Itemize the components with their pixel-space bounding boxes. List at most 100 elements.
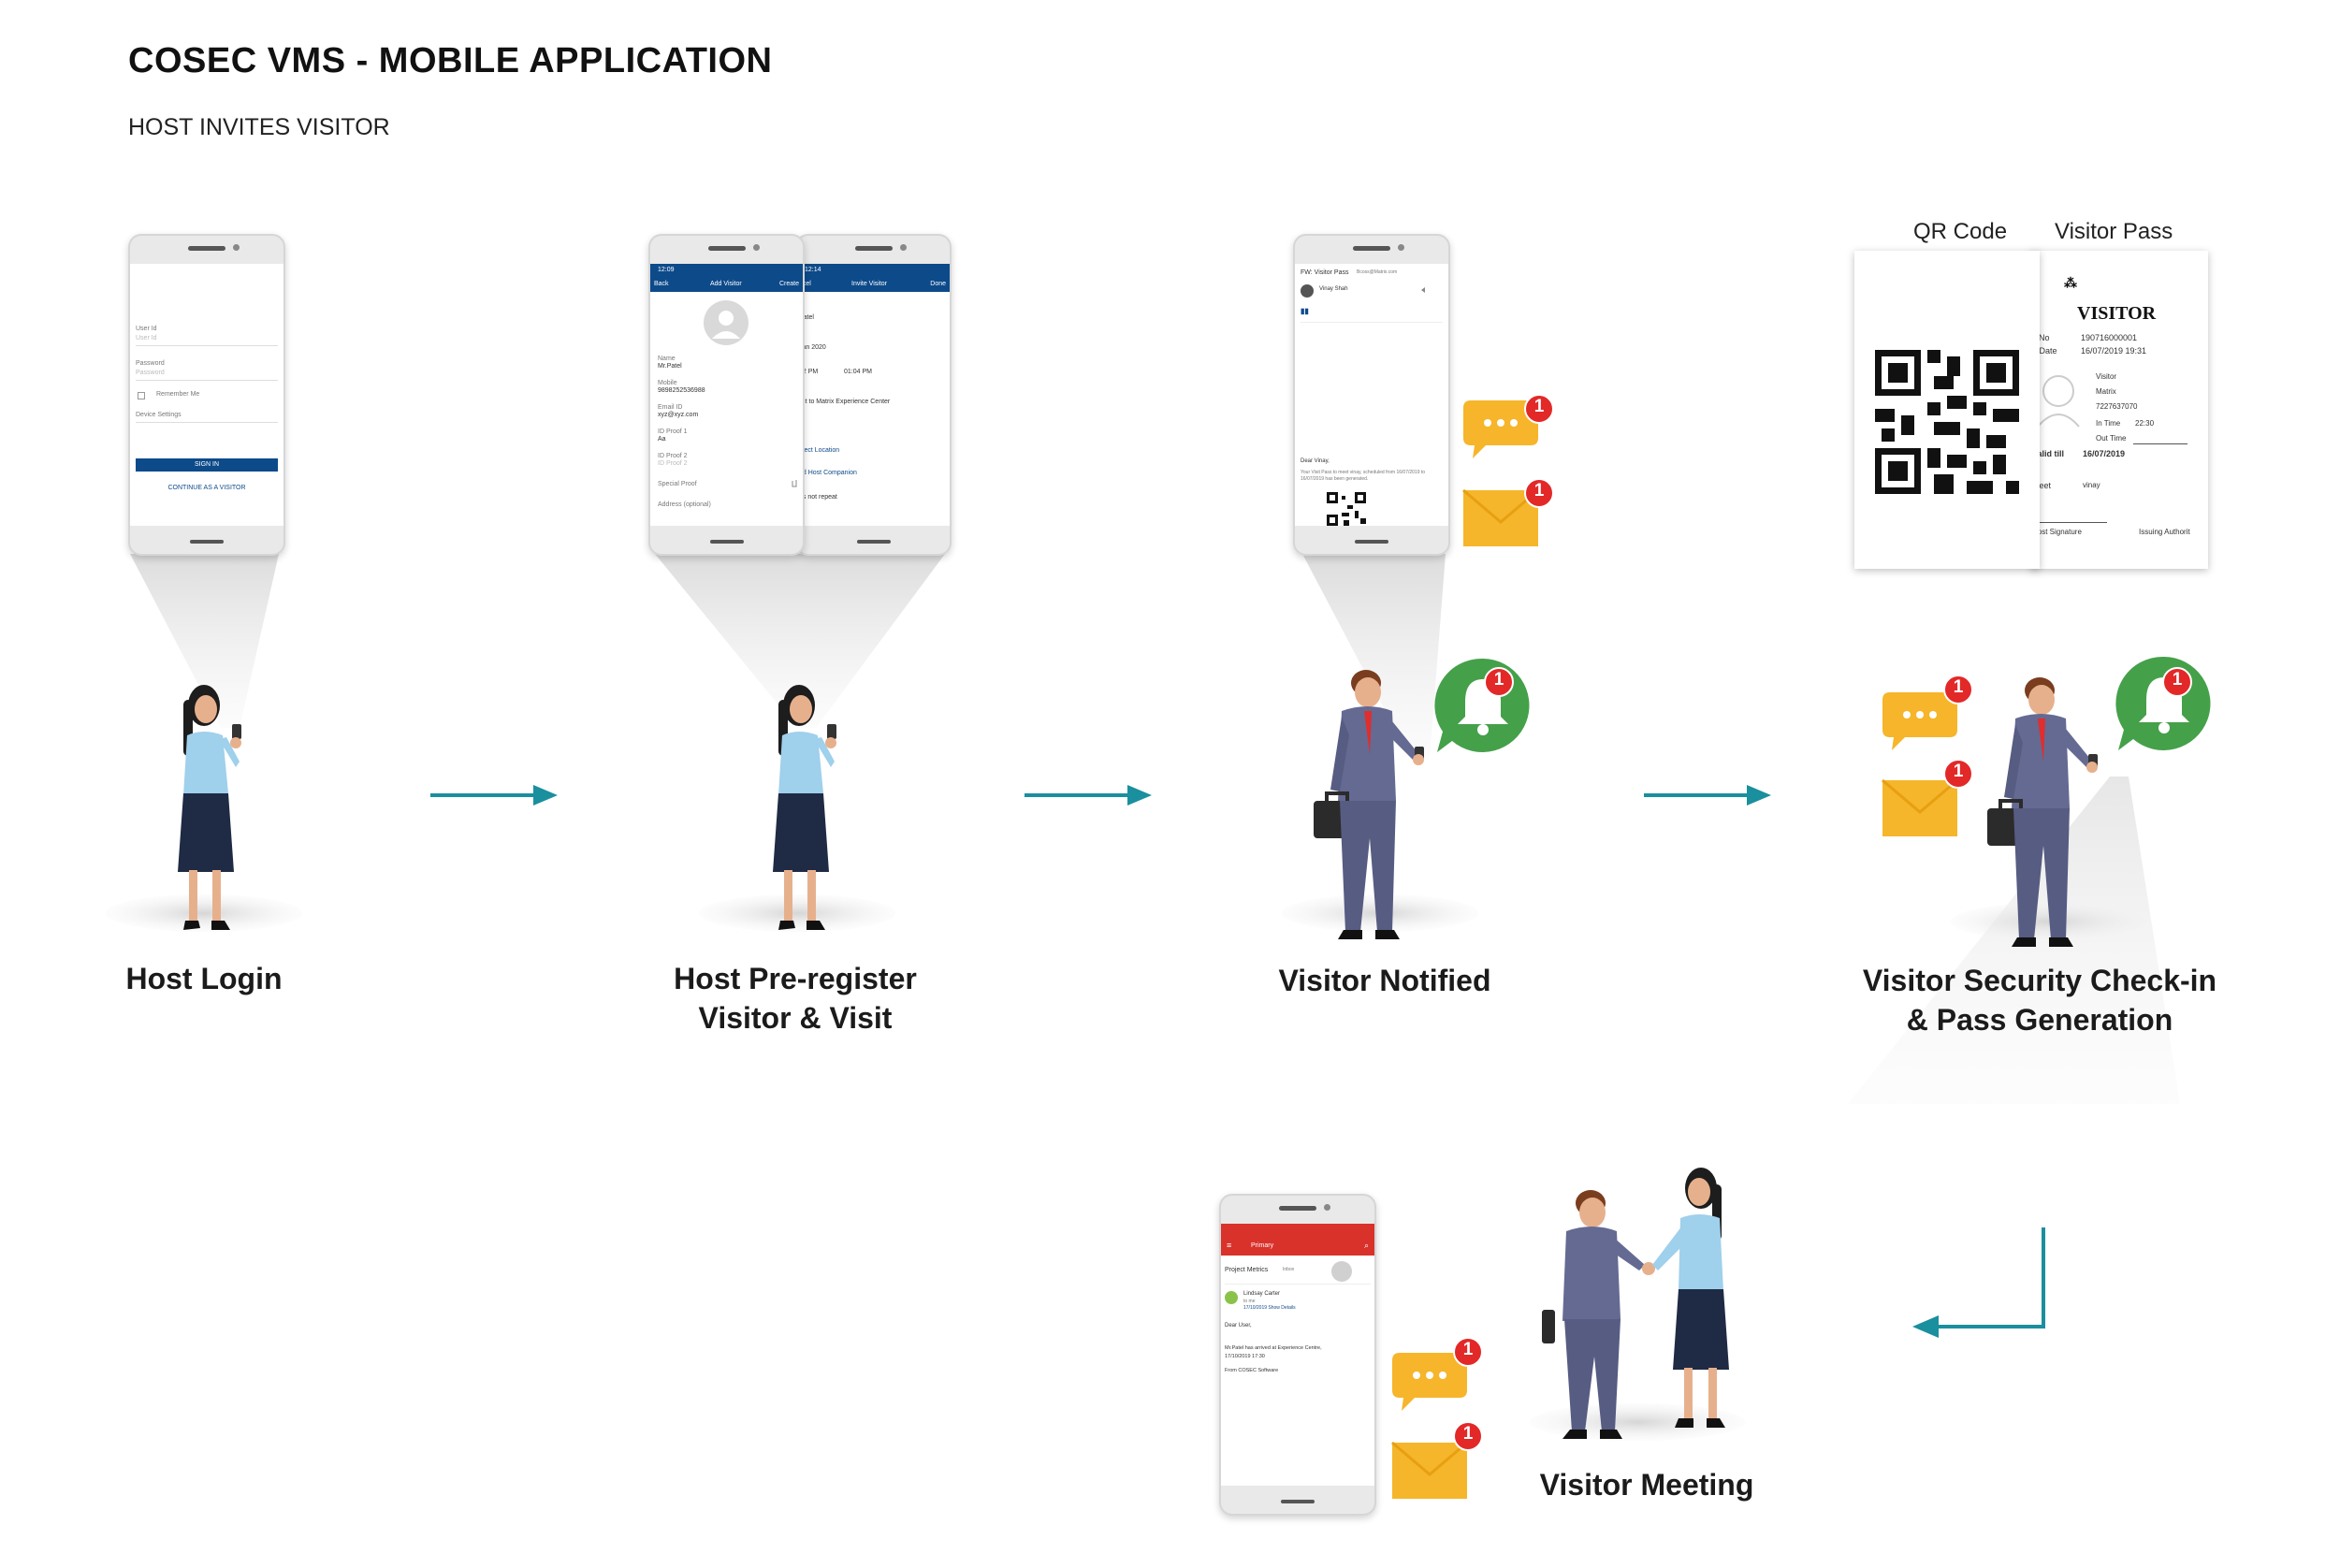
create-button[interactable]: Create <box>778 281 799 287</box>
menu-icon[interactable]: ≡ <box>1227 1241 1232 1250</box>
continue-visitor-link[interactable]: CONTINUE AS A VISITOR <box>167 485 246 491</box>
inbox-tab[interactable]: Primary <box>1251 1242 1274 1249</box>
special-proof-field[interactable]: Special Proof <box>658 481 697 487</box>
start-time-value[interactable]: 12 PM <box>799 369 819 375</box>
badge-chat-4 <box>1943 675 1973 704</box>
remember-checkbox[interactable] <box>138 392 145 399</box>
id-proof-field[interactable]: Aa <box>658 436 666 443</box>
purpose-value[interactable]: isit to Matrix Experience Center <box>799 399 891 405</box>
qr-code-icon <box>1875 350 2019 494</box>
phone-camera <box>1398 244 1404 251</box>
screen-title: Add Visitor <box>710 281 742 287</box>
phone-camera <box>752 244 760 251</box>
phone-camera <box>899 244 907 251</box>
inbox-screen: ≡ Primary ⌕ Project Metrics Inbox Lindsa… <box>1221 1224 1374 1486</box>
device-settings-link[interactable]: Device Settings <box>136 412 182 418</box>
phone-camera <box>233 244 240 251</box>
name-label: Name <box>658 356 676 362</box>
phone-speaker <box>1353 246 1390 251</box>
pass-meet-value: vinay <box>2083 481 2100 489</box>
badge-mail-5 <box>1453 1421 1483 1451</box>
email-field[interactable]: xyz@xyz.com <box>658 412 699 418</box>
inbox-line-1: Mr.Patel has arrived at Experience Centr… <box>1225 1345 1322 1351</box>
out-time-line <box>2133 443 2187 444</box>
pass-row-phone: 7227637070 <box>2096 402 2138 411</box>
visitor-pass-card: ⁂ VISITOR s No 190716000001 e Date 16/07… <box>2030 251 2208 569</box>
step-label-line: Host Pre-register <box>674 962 917 995</box>
pass-date-label: e Date <box>2032 346 2057 356</box>
scanner-beam <box>1848 777 2180 1104</box>
email-body: Your Visit Pass to meet vinay, scheduled… <box>1301 470 1426 482</box>
remember-label: Remember Me <box>156 391 200 398</box>
email-subject: FW: Visitor Pass <box>1301 269 1349 276</box>
pass-in-time-label: In Time <box>2096 419 2121 428</box>
badge-count: 1 <box>1953 677 1964 697</box>
divider <box>1225 1284 1371 1285</box>
flow-arrow-return <box>1912 1227 2045 1338</box>
inbox-sender: Lindsay Carter <box>1243 1291 1281 1297</box>
host-companion-link[interactable]: dd Host Companion <box>799 470 857 476</box>
app-header-bar <box>650 264 803 292</box>
reply-icon[interactable] <box>1420 286 1430 294</box>
step-label-checkin: Visitor Security Check-in & Pass Generat… <box>1824 961 2255 1039</box>
pass-no-label: s No <box>2032 333 2050 342</box>
address-field[interactable]: Address (optional) <box>658 501 711 508</box>
visit-date-value[interactable]: Jan 2020 <box>799 344 826 351</box>
id-proof2-label: ID Proof 2 <box>658 453 688 459</box>
badge-mail-3 <box>1524 478 1554 508</box>
divider <box>136 380 278 381</box>
app-header-bar <box>797 264 950 292</box>
phone-speaker <box>707 246 746 251</box>
chat-notification-icon <box>1463 400 1538 458</box>
screen-title: Invite Visitor <box>851 281 887 287</box>
mobile-field[interactable]: 9898252536988 <box>658 387 705 394</box>
badge-count: 1 <box>1533 481 1545 501</box>
cancel-button[interactable]: ncel <box>799 281 811 287</box>
badge-count: 1 <box>1462 1424 1474 1444</box>
user-id-input[interactable]: User Id <box>136 335 157 341</box>
inbox-date[interactable]: 17/10/2019 Show Details <box>1243 1305 1296 1311</box>
repeat-value[interactable]: es not repeat <box>799 494 837 501</box>
sender-avatar-icon <box>1225 1291 1238 1304</box>
phone-speaker <box>1279 1206 1316 1211</box>
phone-speaker <box>854 246 893 251</box>
back-button[interactable]: Back <box>654 281 669 287</box>
phone-camera <box>1324 1204 1330 1211</box>
phone-home-button <box>856 540 891 544</box>
attachment-icon[interactable] <box>791 479 798 488</box>
id-proof2-field[interactable]: ID Proof 2 <box>658 460 688 467</box>
visitor-photo-placeholder-icon <box>2037 375 2080 428</box>
avatar-placeholder-icon[interactable] <box>703 299 749 346</box>
step-label-meeting: Visitor Meeting <box>1539 1468 1754 1502</box>
step-label-notified: Visitor Notified <box>1278 964 1491 997</box>
visitor-man-figure-2 <box>1987 677 2098 947</box>
step-label-line: Visitor Security Check-in <box>1862 964 2217 997</box>
badge-count: 1 <box>1462 1340 1474 1359</box>
invite-visitor-screen: 12:14 ncel Invite Visitor Done Patel Jan… <box>797 264 950 526</box>
phone-beam-2 <box>655 554 945 728</box>
status-time: 12:14 <box>805 267 821 273</box>
phone-home-button <box>190 540 224 544</box>
add-visitor-phone: 12:09 Back Add Visitor Create Name Mr.Pa… <box>648 234 805 556</box>
pass-date-value: 16/07/2019 19:31 <box>2081 346 2147 356</box>
user-id-label: User Id <box>136 326 157 332</box>
badge-count: 1 <box>1533 397 1545 416</box>
pass-out-time-label: Out Time <box>2096 434 2127 443</box>
pass-in-time: 22:30 <box>2135 419 2155 428</box>
pass-valid-value: 16/07/2019 <box>2083 449 2126 458</box>
pass-meet-label: Meet <box>2032 481 2052 490</box>
email-label: Email ID <box>658 404 683 411</box>
sign-in-button[interactable]: SIGN IN <box>136 458 278 472</box>
search-icon[interactable]: ⌕ <box>1363 1241 1369 1250</box>
floor-shadow-4 <box>1951 903 2147 940</box>
mail-notification-icon <box>1882 778 1958 836</box>
badge-count: 1 <box>2172 670 2183 690</box>
visitor-man-figure-1 <box>1314 670 1424 939</box>
chat-notification-icon <box>1392 1353 1467 1411</box>
inbox-phone: ≡ Primary ⌕ Project Metrics Inbox Lindsa… <box>1219 1194 1376 1516</box>
select-location-link[interactable]: elect Location <box>799 447 840 454</box>
name-field[interactable]: Mr.Patel <box>658 363 682 370</box>
done-button[interactable]: Done <box>930 281 946 287</box>
end-time-value[interactable]: 01:04 PM <box>844 369 872 375</box>
password-input[interactable]: Password <box>136 370 165 376</box>
